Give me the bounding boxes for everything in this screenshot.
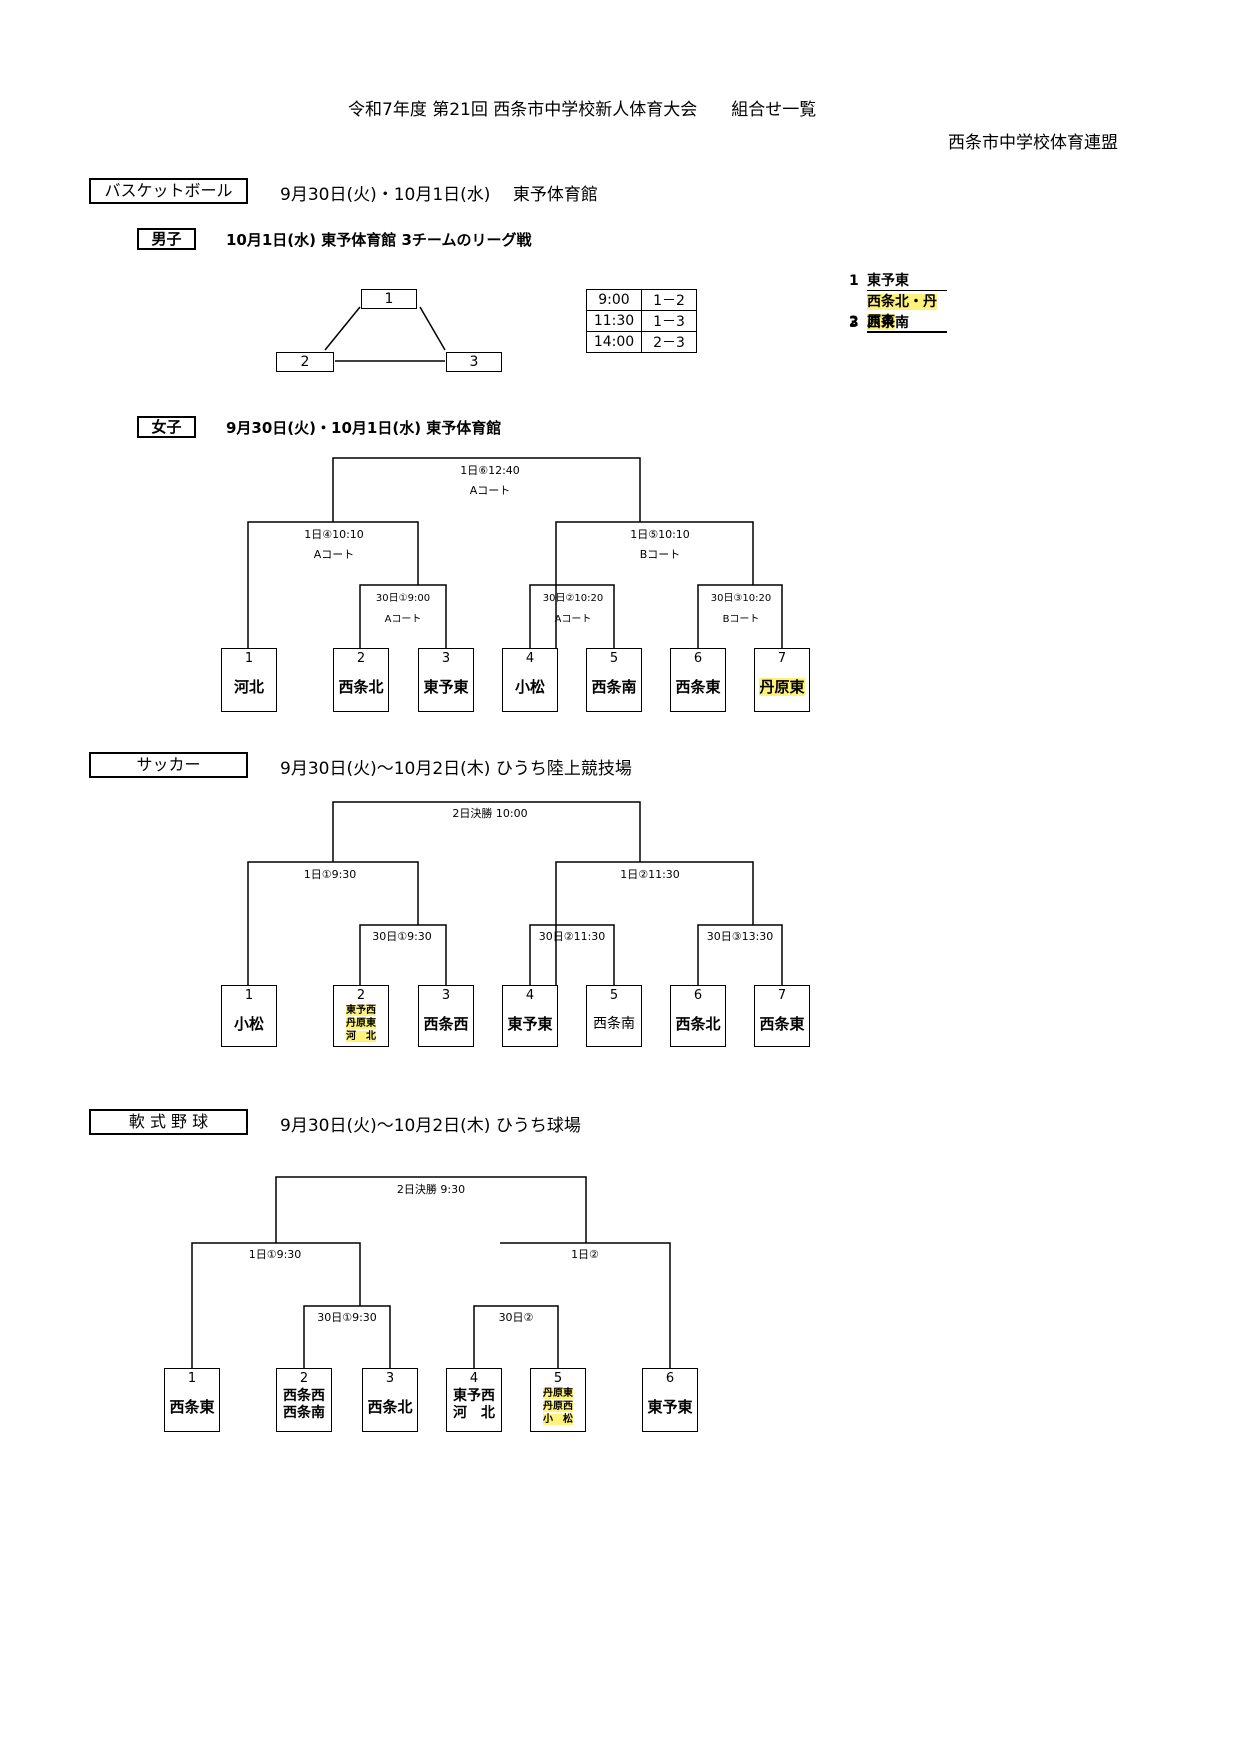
rank-team: 西条北・丹原東 bbox=[867, 291, 947, 332]
league-node-1: 1 bbox=[361, 289, 417, 309]
match-label-semi-right: 1日②11:30 bbox=[620, 868, 680, 881]
basketball-info: 9月30日(火)・10月1日(水) 東予体育館 bbox=[280, 185, 598, 205]
schedule-time: 11:30 bbox=[586, 310, 642, 332]
girls-info: 9月30日(火)・10月1日(水) 東予体育館 bbox=[226, 419, 502, 437]
girls-label: 女子 bbox=[137, 416, 196, 438]
match-label-q1: 30日①9:30 bbox=[372, 930, 432, 943]
league-node-3: 3 bbox=[446, 352, 502, 372]
organizer: 西条市中学校体育連盟 bbox=[948, 133, 1118, 153]
match-label-semi-right: 1日② bbox=[571, 1248, 599, 1261]
league-node-2: 2 bbox=[276, 352, 334, 372]
schedule-time: 14:00 bbox=[586, 331, 642, 353]
schedule-time: 9:00 bbox=[586, 289, 642, 311]
match-label-final: 2日決勝 10:00 bbox=[452, 807, 528, 820]
schedule-match: 2－3 bbox=[641, 331, 697, 353]
baseball-info: 9月30日(火)～10月2日(木) ひうち球場 bbox=[280, 1116, 581, 1136]
schedule-match: 1－3 bbox=[641, 310, 697, 332]
match-label-q2: 30日② bbox=[498, 1311, 534, 1324]
match-label-q3: 30日③13:30 bbox=[706, 930, 774, 943]
schedule-match: 1－2 bbox=[641, 289, 697, 311]
match-label-q2: 30日②11:30 bbox=[538, 930, 606, 943]
match-label-q1: 30日①9:30 bbox=[317, 1311, 377, 1324]
boys-info: 10月1日(水) 東予体育館 3チームのリーグ戦 bbox=[226, 231, 532, 249]
ranking-item: 3 西条南 bbox=[849, 312, 947, 333]
match-label-final: 2日決勝 9:30 bbox=[396, 1183, 466, 1196]
rank-team: 東予東 bbox=[867, 270, 947, 291]
page-title: 令和7年度 第21回 西条市中学校新人体育大会 組合せ一覧 bbox=[348, 100, 817, 120]
section-baseball-label: 軟 式 野 球 bbox=[89, 1109, 248, 1135]
rank-number: 2 bbox=[849, 314, 859, 330]
rank-number: 3 bbox=[849, 315, 859, 331]
section-soccer-label: サッカー bbox=[89, 752, 248, 778]
ranking-item: 1 東予東 bbox=[849, 270, 947, 291]
match-label-semi-left: 1日①9:30 bbox=[303, 868, 357, 881]
match-label-semi-left: 1日①9:30 bbox=[248, 1248, 302, 1261]
section-basketball-label: バスケットボール bbox=[89, 178, 248, 204]
soccer-info: 9月30日(火)～10月2日(木) ひうち陸上競技場 bbox=[280, 759, 632, 779]
rank-team: 西条南 bbox=[867, 312, 947, 333]
rank-number: 1 bbox=[849, 273, 859, 289]
boys-label: 男子 bbox=[137, 228, 196, 250]
ranking-item: 2 西条北・丹原東 bbox=[849, 291, 947, 332]
